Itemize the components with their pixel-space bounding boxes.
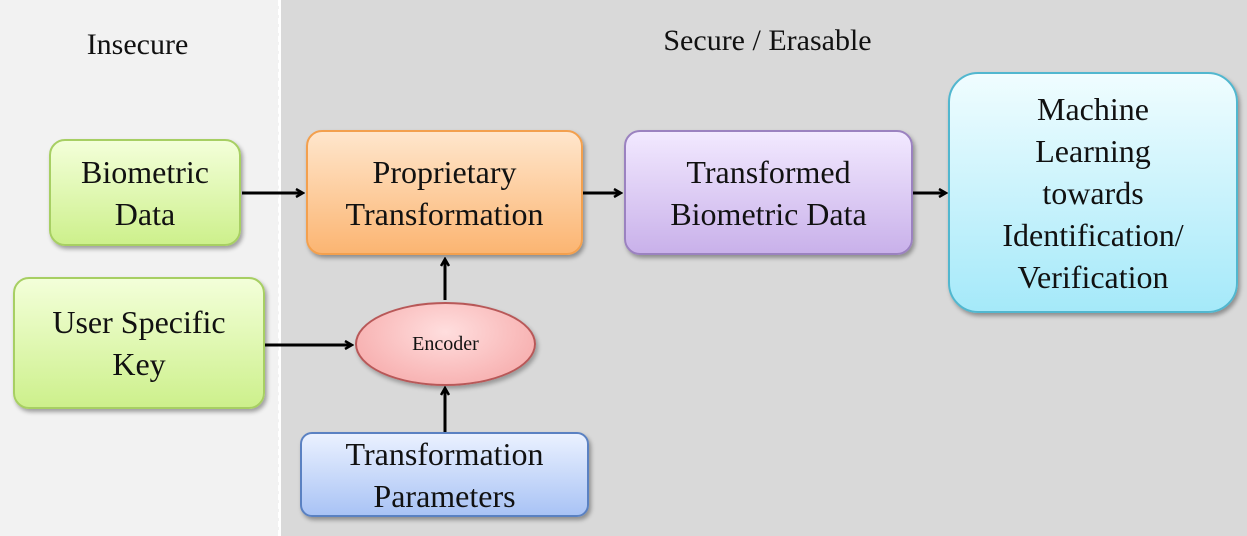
encoder-node: Encoder [355, 302, 536, 386]
machine-learning-box: Machine Learning towards Identification/… [948, 72, 1238, 313]
transformation-parameters-box: Transformation Parameters [300, 432, 589, 517]
transformed-biometric-data-box: Transformed Biometric Data [624, 130, 913, 255]
insecure-zone-label: Insecure [86, 28, 189, 61]
insecure-zone [0, 0, 279, 536]
user-specific-key-box: User Specific Key [13, 277, 265, 409]
secure-zone-label: Secure / Erasable [663, 24, 872, 57]
biometric-data-box: Biometric Data [49, 139, 241, 246]
proprietary-transformation-box: Proprietary Transformation [306, 130, 583, 255]
zone-divider [278, 0, 281, 536]
